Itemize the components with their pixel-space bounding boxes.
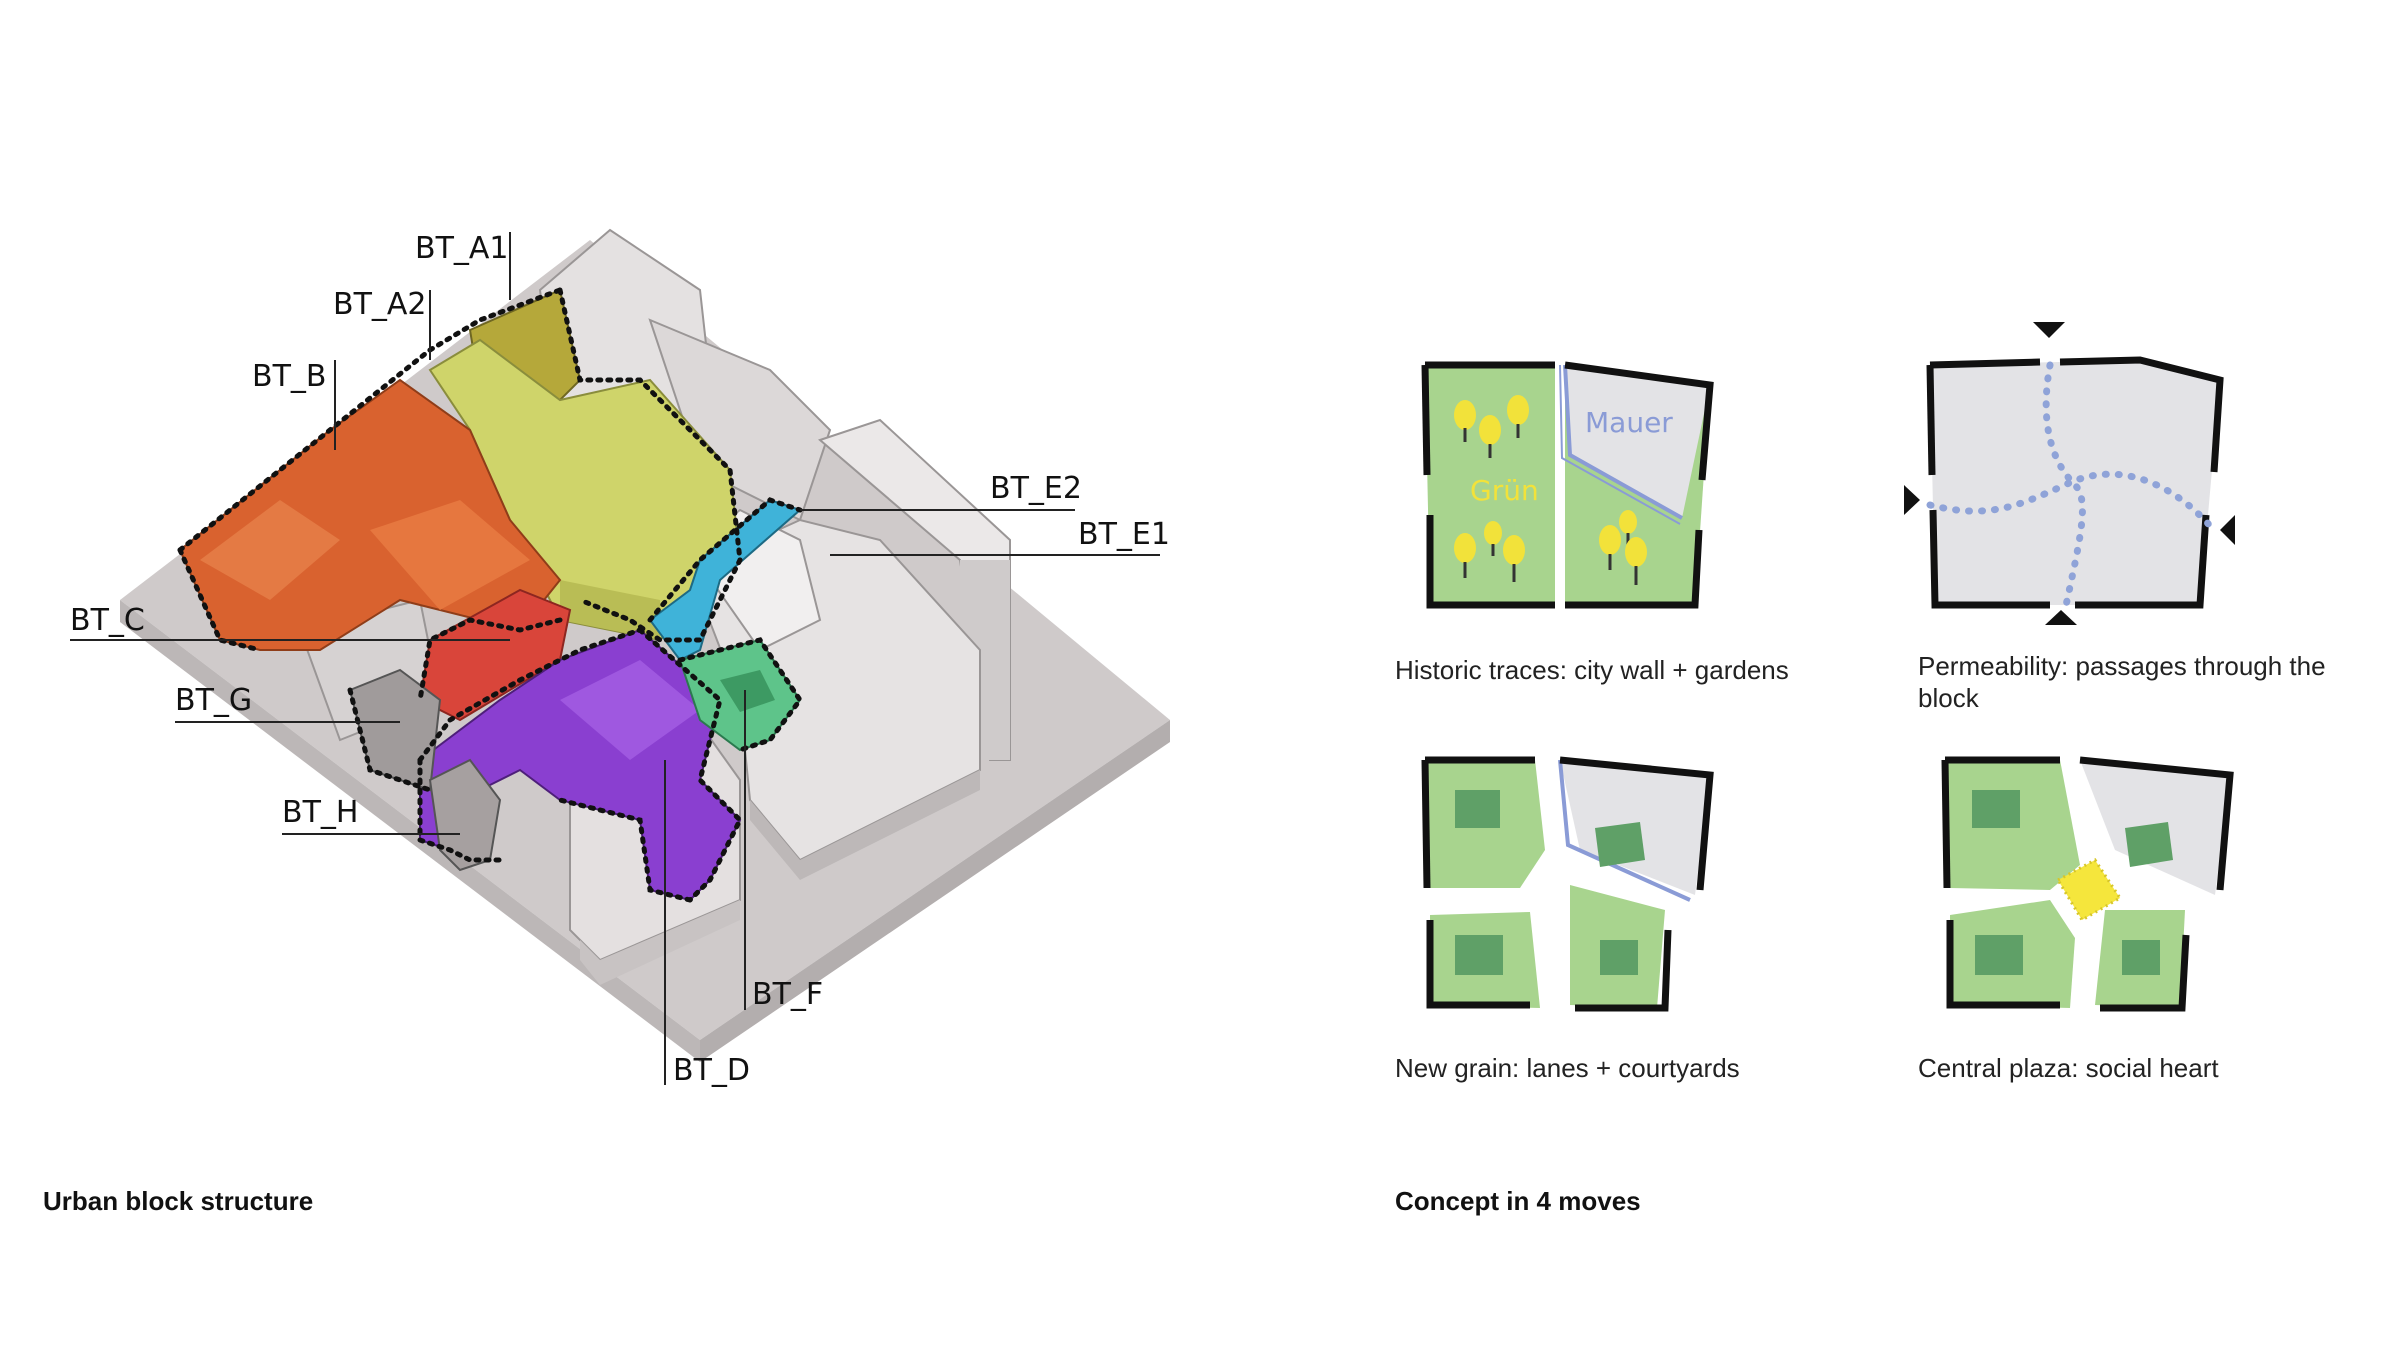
label-gruen: Grün xyxy=(1470,474,1539,507)
move-3-caption: New grain: lanes + courtyards xyxy=(1395,1053,1740,1083)
leader-lines xyxy=(70,232,1160,1085)
entry-arrow-top xyxy=(2033,322,2065,338)
label-bt-c: BT_C xyxy=(70,603,145,638)
concept-move-3 xyxy=(1421,756,1714,1012)
concept-move-4 xyxy=(1941,756,2234,1012)
courtyard-2 xyxy=(1595,822,1645,867)
move-1-caption: Historic traces: city wall + gardens xyxy=(1395,655,1789,685)
courtyard-2 xyxy=(2125,822,2173,867)
label-mauer: Mauer xyxy=(1585,406,1673,439)
passage-path-east-west xyxy=(1926,470,2216,532)
move-2-caption: Permeability: passages through the block xyxy=(1918,651,2326,713)
courtyard-3 xyxy=(1455,935,1503,975)
base-plate-left xyxy=(120,600,700,1062)
city-wall xyxy=(1563,364,1683,520)
courtyard-4 xyxy=(1600,940,1638,975)
left-panel-title: Urban block structure xyxy=(43,1186,314,1216)
label-bt-e2: BT_E2 xyxy=(990,471,1082,506)
urban-block-axonometric: BT_A1 BT_A2 BT_B BT_C BT_G BT_H BT_E2 BT… xyxy=(70,228,1170,1088)
courtyard-1 xyxy=(1972,790,2020,828)
courtyard-4 xyxy=(2122,940,2160,975)
label-bt-a2: BT_A2 xyxy=(333,287,427,322)
move-4-caption: Central plaza: social heart xyxy=(1918,1053,2219,1083)
passage-path xyxy=(2042,361,2086,614)
entry-arrow-left xyxy=(1904,485,1920,515)
label-bt-a1: BT_A1 xyxy=(415,231,509,266)
right-panel-title: Concept in 4 moves xyxy=(1395,1186,1641,1216)
label-bt-d: BT_D xyxy=(673,1053,750,1088)
wall-zone xyxy=(1565,365,1710,518)
label-bt-g: BT_G xyxy=(175,683,252,718)
concept-move-2 xyxy=(1904,322,2235,625)
entry-arrow-right xyxy=(2220,515,2235,545)
central-plaza xyxy=(2055,858,2123,923)
label-bt-h: BT_H xyxy=(282,795,358,830)
courtyard-3 xyxy=(1975,935,2023,975)
base-plate-front xyxy=(700,720,1170,1062)
label-bt-f: BT_F xyxy=(752,977,823,1012)
entry-arrow-bottom xyxy=(2045,610,2077,625)
tree-icons xyxy=(1454,395,1647,585)
courtyard-1 xyxy=(1455,790,1500,828)
label-bt-e1: BT_E1 xyxy=(1078,517,1170,552)
concept-move-1: Mauer Grün xyxy=(1421,361,1714,609)
label-bt-b: BT_B xyxy=(252,359,327,394)
